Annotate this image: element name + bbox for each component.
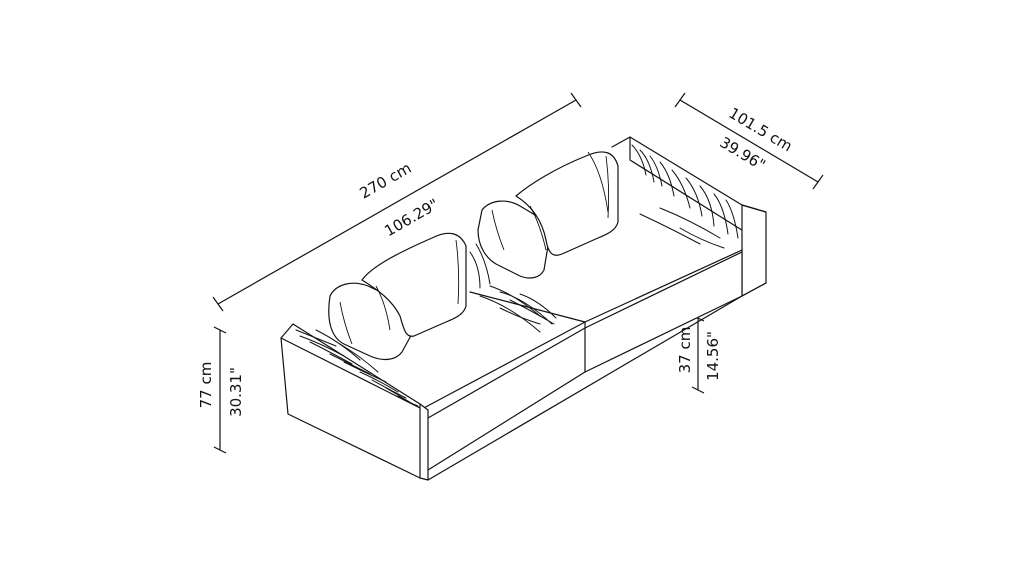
back-cushion-2 bbox=[361, 232, 467, 337]
back-cushion-4 bbox=[515, 151, 619, 256]
length-imperial-label: 106.29" bbox=[381, 195, 442, 240]
depth-dimension-line bbox=[679, 99, 819, 183]
sofa bbox=[280, 136, 767, 481]
seat-hatching bbox=[469, 243, 557, 333]
back-cushion-3 bbox=[477, 200, 550, 279]
height-tick-top bbox=[213, 326, 227, 334]
height-dimension: 77 cm 30.31" bbox=[197, 326, 245, 454]
length-tick-end bbox=[570, 92, 582, 108]
left-arm-hatching bbox=[295, 329, 419, 407]
seat-height-imperial-label: 14.56" bbox=[704, 331, 722, 381]
right-back-hatching bbox=[631, 144, 739, 249]
seat-height-tick-bottom bbox=[691, 386, 705, 394]
height-tick-bottom bbox=[213, 446, 227, 454]
length-dimension-line bbox=[217, 99, 577, 305]
sofa-left-arm-top-edge bbox=[280, 337, 421, 409]
length-tick-start bbox=[212, 296, 224, 312]
seat-height-dimension: 37 cm 14.56" bbox=[676, 314, 722, 394]
sofa-base-edge bbox=[427, 282, 767, 481]
sofa-back-edge bbox=[611, 136, 631, 148]
sofa-right-arm-front bbox=[741, 204, 767, 297]
depth-tick-start bbox=[674, 92, 686, 108]
height-metric-label: 77 cm bbox=[197, 362, 215, 409]
depth-dimension: 101.5 cm 39.96" bbox=[674, 92, 824, 190]
sofa-right-arm-top bbox=[741, 204, 767, 213]
seat-height-metric-label: 37 cm bbox=[676, 327, 694, 374]
cushion-seams bbox=[339, 151, 610, 345]
height-imperial-label: 30.31" bbox=[227, 367, 245, 417]
length-metric-label: 270 cm bbox=[357, 159, 415, 203]
sofa-seat-divider-top bbox=[469, 291, 586, 323]
depth-tick-end bbox=[812, 174, 824, 190]
